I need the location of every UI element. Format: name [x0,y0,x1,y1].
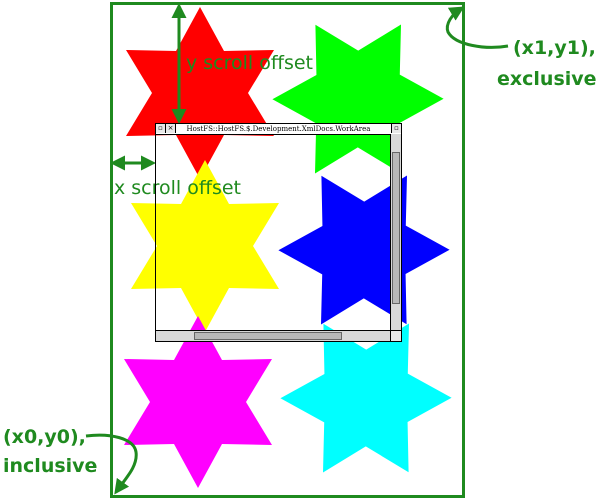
x-scroll-offset-label: x scroll offset [114,177,241,199]
resize-handle[interactable] [390,330,401,341]
vertical-scrollbar[interactable] [390,134,401,331]
toggle-size-icon[interactable]: ▫ [391,124,401,133]
x1y1-label-coords: (x1,y1), [513,37,596,59]
window-title-bar[interactable]: ▫ × HostFS::HostFS.$.Development.XmlDocs… [156,124,401,135]
x0y0-label-coords: (x0,y0), [3,426,86,448]
horizontal-scrollbar[interactable] [156,330,391,341]
work-area-border [110,2,465,498]
x0y0-label-inclusive: inclusive [3,455,98,477]
horizontal-scroll-thumb[interactable] [194,332,342,340]
window-title: HostFS::HostFS.$.Development.XmlDocs.Wor… [186,125,371,133]
blue-star [278,175,450,325]
magenta-star [124,316,272,488]
viewport-window: ▫ × HostFS::HostFS.$.Development.XmlDocs… [155,123,402,342]
x1y1-label-exclusive: exclusive [497,68,597,90]
x1y1-pointer-arrow [445,6,509,49]
yellow-star [131,160,279,332]
red-star [126,7,274,179]
x0y0-pointer-arrow [85,433,138,495]
close-icon[interactable]: × [166,124,176,133]
green-star [272,24,444,174]
cyan-star [280,323,452,473]
y-scroll-offset-label: y scroll offset [186,52,313,74]
vertical-scroll-thumb[interactable] [392,152,400,304]
back-icon[interactable]: ▫ [156,124,166,133]
